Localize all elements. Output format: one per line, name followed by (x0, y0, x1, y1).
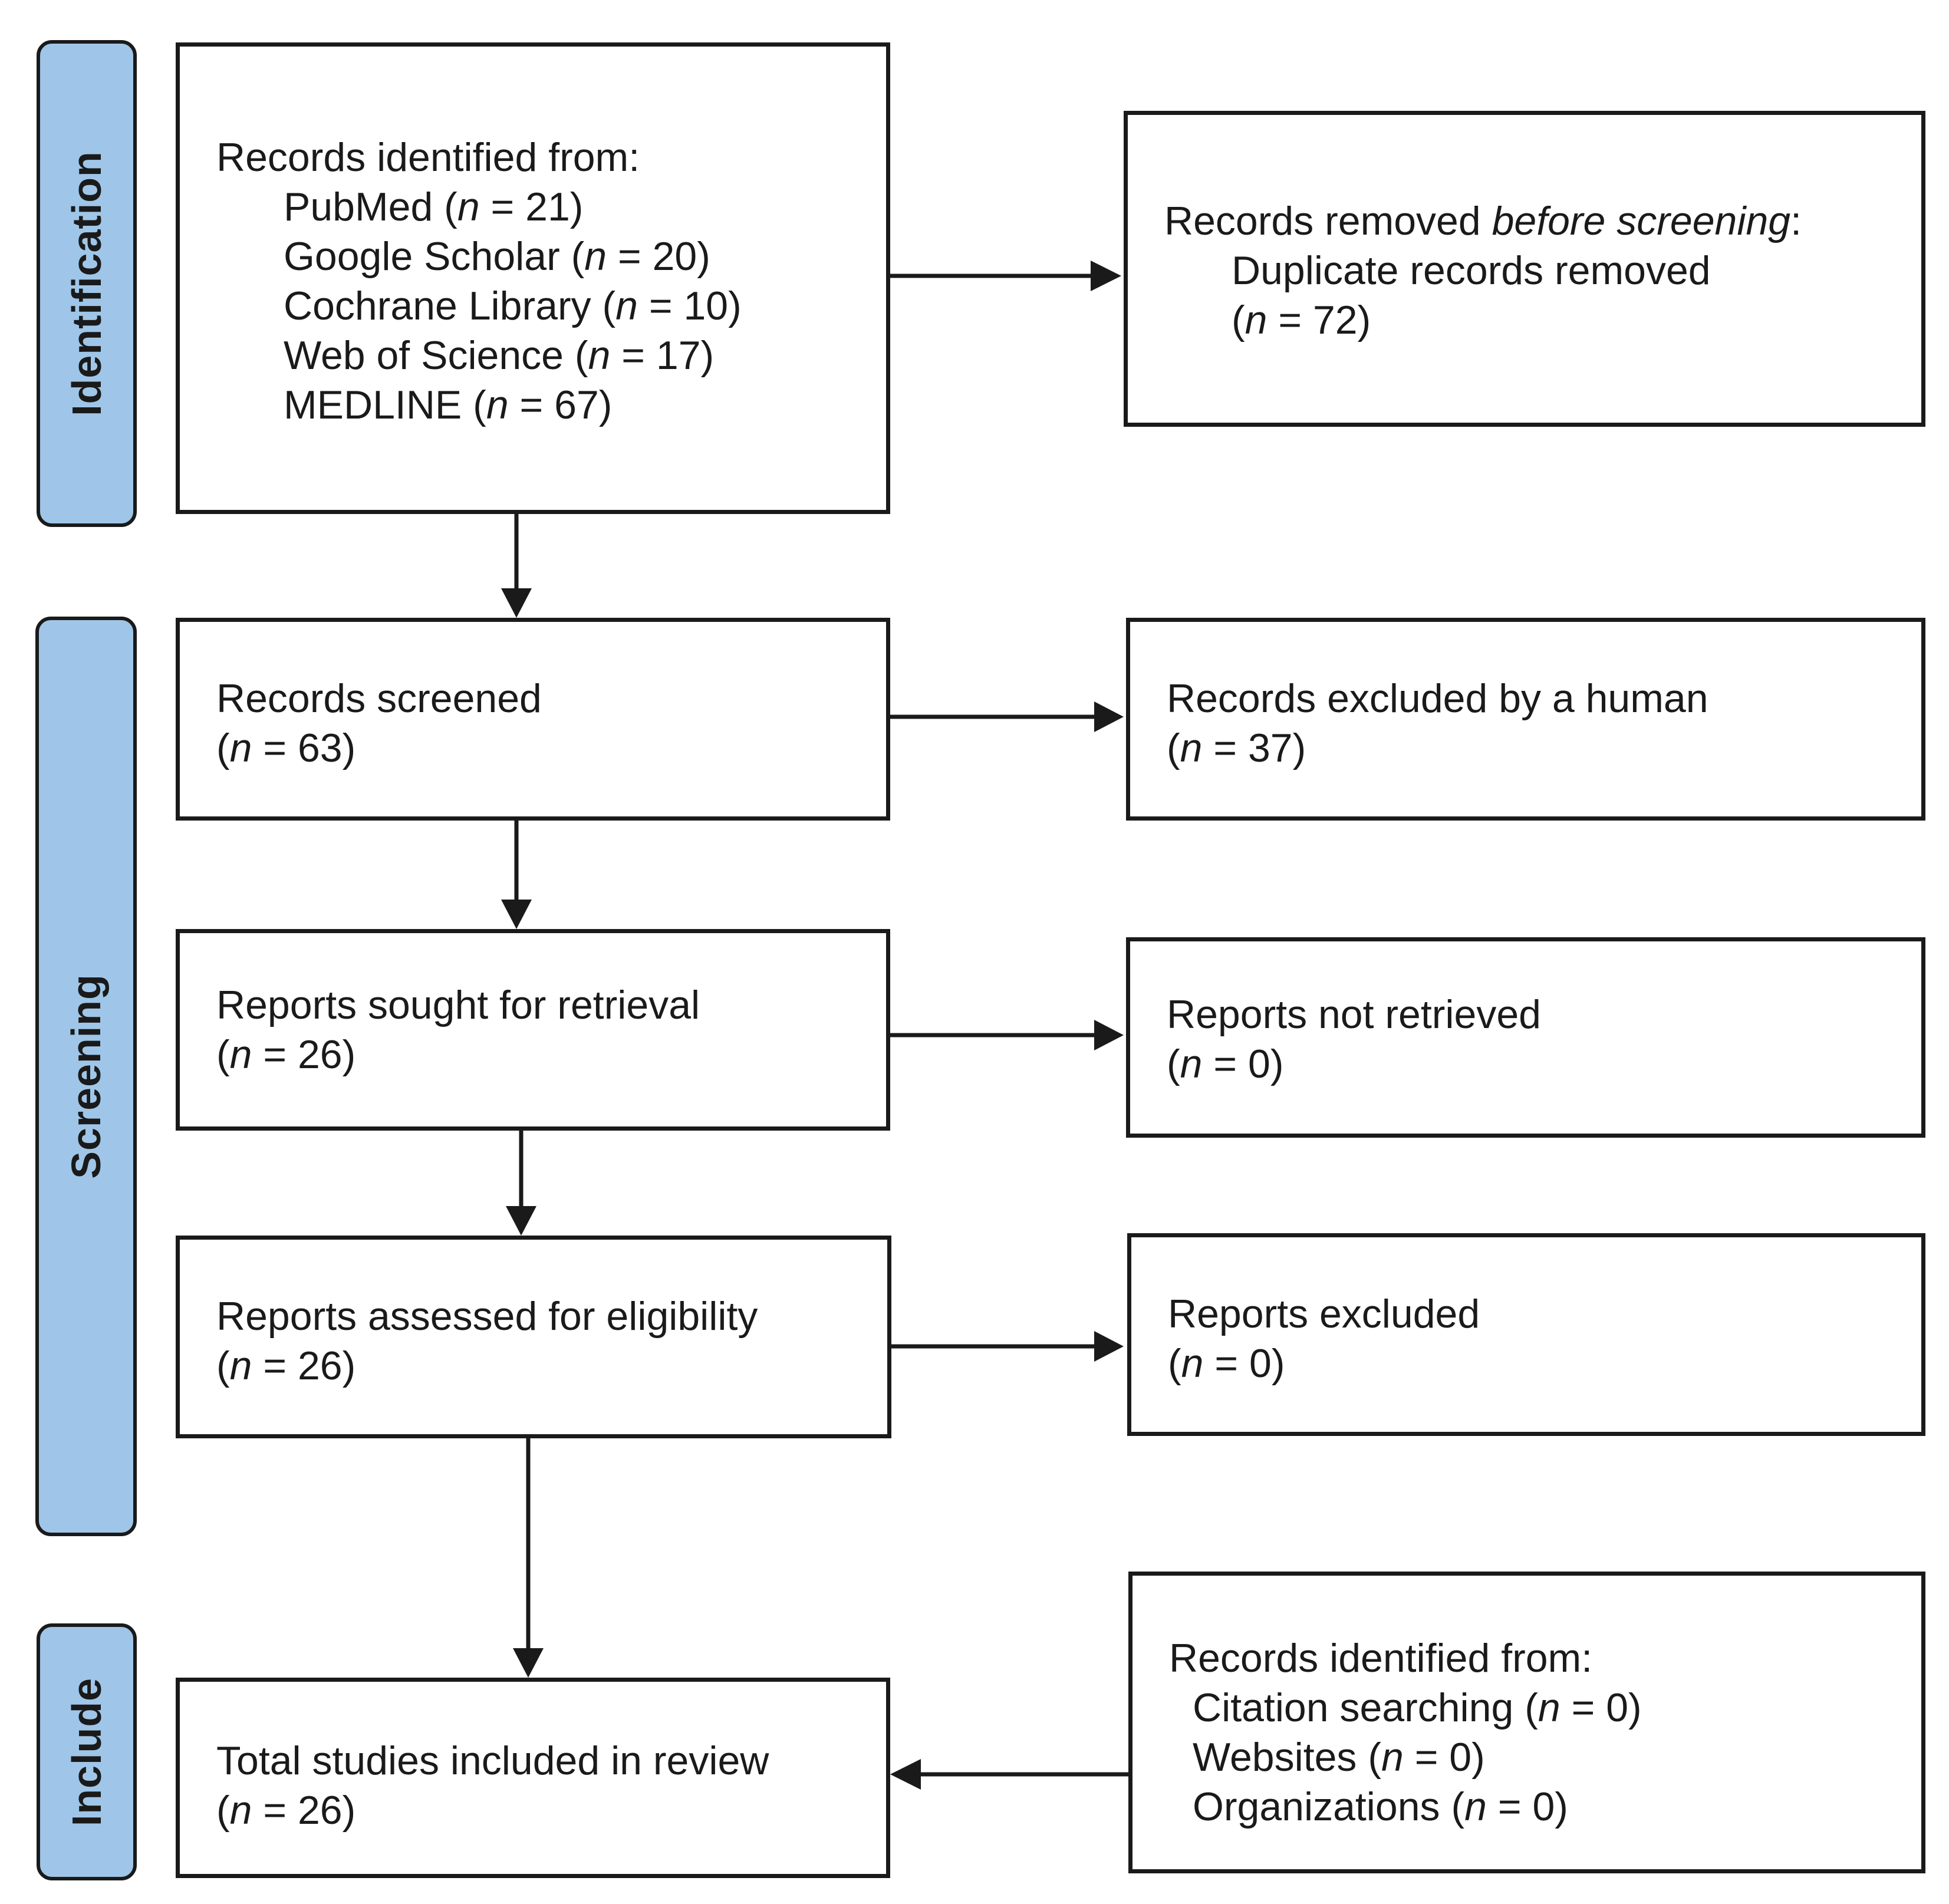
reports-sought-label: Reports sought for retrieval (216, 983, 700, 1027)
reports-excluded-count: (n = 0) (1168, 1341, 1285, 1386)
source-row: Websites (n = 0) (1193, 1735, 1485, 1780)
reports-assessed-box: Reports assessed for eligibility (n = 26… (176, 1236, 891, 1438)
records-screened-box: Records screened (n = 63) (176, 618, 890, 821)
duplicate-records-count: (n = 72) (1232, 298, 1371, 342)
reports-sought-box: Reports sought for retrieval (n = 26) (176, 929, 890, 1131)
records-excluded-box: Records excluded by a human (n = 37) (1126, 618, 1925, 821)
source-row: MEDLINE (n = 67) (284, 383, 613, 427)
source-row: Web of Science (n = 17) (284, 333, 715, 378)
reports-not-retrieved-label: Reports not retrieved (1167, 992, 1541, 1037)
reports-sought-count: (n = 26) (216, 1032, 356, 1077)
arrowhead-icon (501, 588, 532, 618)
phase-identification: Identification (37, 40, 137, 527)
records-excluded-count: (n = 37) (1167, 726, 1306, 770)
reports-excluded-label: Reports excluded (1168, 1292, 1480, 1336)
reports-not-retrieved-count: (n = 0) (1167, 1042, 1284, 1086)
studies-included-box: Total studies included in review (n = 26… (176, 1678, 890, 1878)
studies-included-label: Total studies included in review (216, 1738, 769, 1783)
source-row: Organizations (n = 0) (1193, 1784, 1568, 1829)
arrowhead-icon (501, 900, 532, 929)
reports-not-retrieved-box: Reports not retrieved (n = 0) (1126, 937, 1925, 1138)
arrowhead-icon (1094, 701, 1124, 732)
arrowhead-icon (1094, 1020, 1124, 1050)
studies-included-count: (n = 26) (216, 1788, 356, 1833)
duplicate-records-label: Duplicate records removed (1232, 248, 1711, 293)
source-row: Citation searching (n = 0) (1193, 1685, 1642, 1730)
arrowhead-icon (506, 1206, 536, 1236)
arrowhead-icon (1094, 1331, 1124, 1362)
reports-assessed-label: Reports assessed for eligibility (216, 1294, 758, 1339)
reports-excluded-box: Reports excluded (n = 0) (1127, 1233, 1925, 1436)
records-excluded-label: Records excluded by a human (1167, 676, 1708, 721)
other-sources-box: Records identified from: Citation search… (1128, 1572, 1925, 1873)
source-row: Cochrane Library (n = 10) (284, 284, 742, 328)
records-identified-box: Records identified from: PubMed (n = 21)… (176, 42, 890, 514)
records-screened-label: Records screened (216, 676, 542, 721)
records-removed-box: Records removed before screening: Duplic… (1124, 111, 1925, 427)
arrowhead-icon (890, 1759, 921, 1790)
records-screened-count: (n = 63) (216, 726, 356, 770)
records-removed-heading: Records removed before screening: (1164, 199, 1802, 243)
other-sources-heading: Records identified from: (1169, 1636, 1593, 1681)
reports-assessed-count: (n = 26) (216, 1343, 356, 1388)
phase-include: Include (37, 1623, 137, 1880)
arrowhead-icon (1091, 261, 1121, 291)
arrowhead-icon (513, 1648, 544, 1678)
records-identified-heading: Records identified from: (216, 135, 640, 180)
source-row: PubMed (n = 21) (284, 185, 584, 229)
source-row: Google Scholar (n = 20) (284, 234, 710, 279)
phase-screening: Screening (35, 617, 137, 1536)
